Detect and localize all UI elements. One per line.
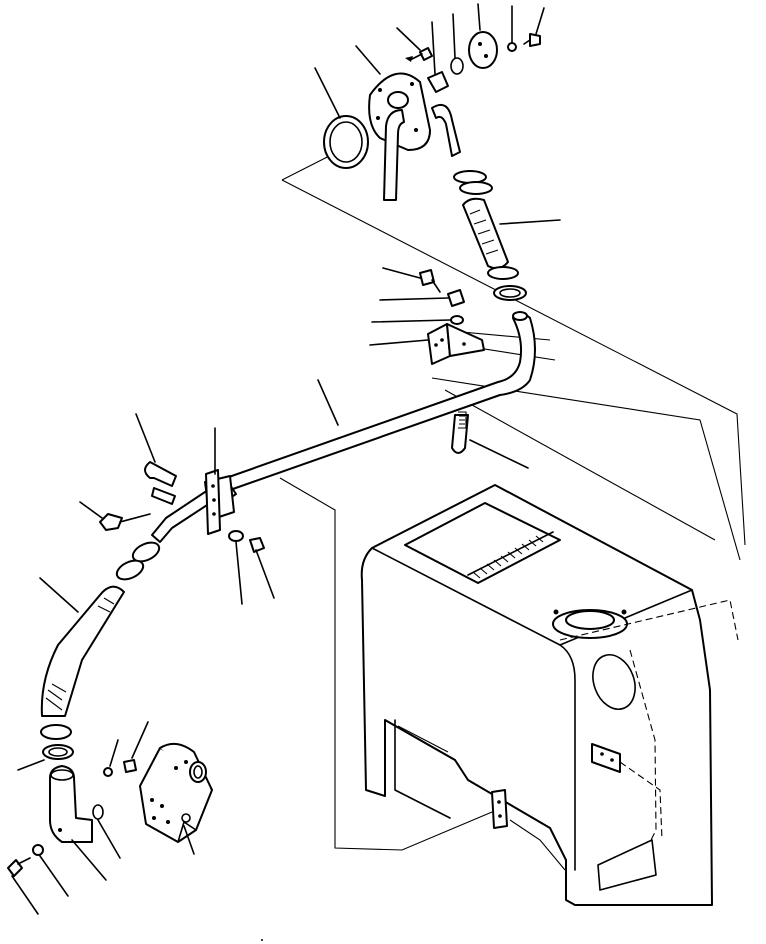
hydraulic-tank <box>360 484 713 906</box>
flange-assembly <box>323 31 541 201</box>
leader-elbow-bolt <box>131 721 149 759</box>
leader-clip-nut <box>255 549 275 599</box>
callout-leaders <box>11 3 561 915</box>
page-mark <box>261 939 263 941</box>
leader-gasket-ring <box>314 67 341 119</box>
leader-bracket-bolt <box>382 267 421 279</box>
leader-bracket-washer <box>371 319 451 323</box>
leader-hose-lower <box>39 577 79 613</box>
leader-hose-clamp-lower <box>17 759 45 771</box>
lower-hose-assembly <box>40 541 161 760</box>
leader-u-clamp-left <box>135 413 156 463</box>
leader-hose-upper <box>499 219 561 225</box>
leader-cap-plate <box>477 3 481 31</box>
leader-valve-body <box>183 825 195 855</box>
leader-o-ring-small <box>452 13 456 59</box>
leader-elbow-mount-bolt <box>11 875 39 915</box>
leader-elbow-mount-washer <box>39 855 69 897</box>
leader-cover-bolt <box>396 27 421 51</box>
leader-plug <box>431 21 436 75</box>
leader-bracket <box>369 339 429 346</box>
leader-tube-main <box>317 379 339 426</box>
leader-bracket-nut <box>379 297 449 301</box>
leader-elbow-washer <box>109 739 119 767</box>
leader-u-clamp-right <box>469 439 529 469</box>
upper-hose-assembly <box>453 170 527 301</box>
leader-clip-bolt <box>79 501 103 519</box>
leader-top-bolt <box>535 7 545 35</box>
bracket-assembly <box>419 269 485 454</box>
leader-elbow-o-ring <box>97 819 121 859</box>
leader-flange-cover <box>355 45 381 75</box>
leader-clip-washer <box>235 541 243 605</box>
leader-elbow-fitting <box>71 839 107 881</box>
valve-body <box>139 742 213 843</box>
elbow-fitting <box>7 759 137 877</box>
tube-clip <box>99 461 265 553</box>
